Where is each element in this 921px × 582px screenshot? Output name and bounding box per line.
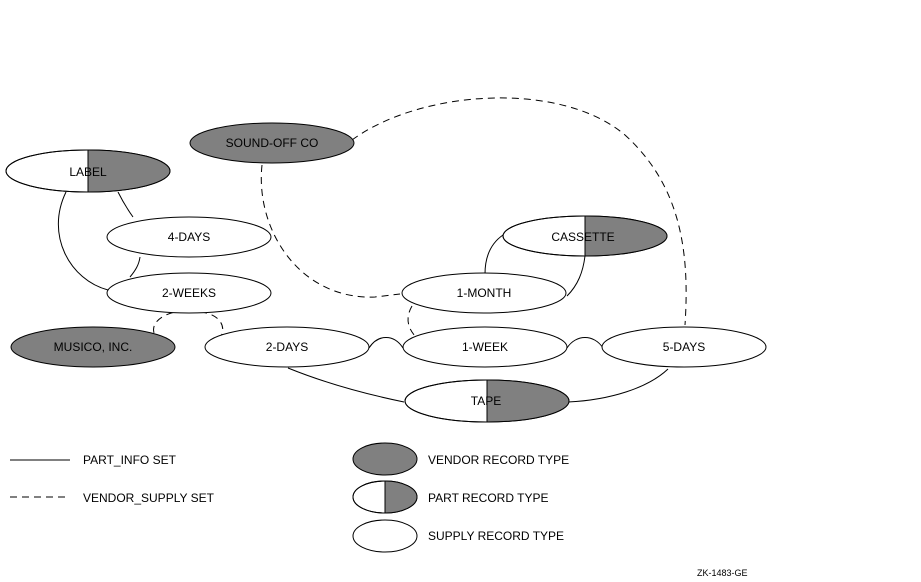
legend-part-ellipse bbox=[352, 480, 418, 514]
legend-item-supply-record-type: SUPPLY RECORD TYPE bbox=[352, 519, 564, 553]
node-1-week: 1-WEEK bbox=[402, 326, 568, 368]
node-label-2-days: 2-DAYS bbox=[266, 340, 308, 354]
node-label-5-days: 5-DAYS bbox=[663, 340, 705, 354]
connector-cassette-onemonth-left bbox=[484, 234, 504, 275]
node-sound-off-co: SOUND-OFF CO bbox=[189, 122, 355, 164]
legend-item-vendor-record-type: VENDOR RECORD TYPE bbox=[352, 442, 569, 476]
node-label-cassette: CASSETTE bbox=[551, 230, 614, 244]
node-label-musico-inc: MUSICO, INC. bbox=[54, 340, 133, 354]
node-5-days: 5-DAYS bbox=[601, 326, 767, 368]
connector-label-fourdays bbox=[117, 191, 134, 218]
legend-item-part-info-set: PART_INFO SET bbox=[10, 453, 177, 467]
connector-soundoff-onemonth bbox=[260, 164, 401, 298]
legend-label-part-info-set: PART_INFO SET bbox=[83, 453, 177, 467]
connector-musico-twoweeks bbox=[153, 311, 176, 351]
node-label-label: LABEL bbox=[69, 165, 107, 179]
node-label-1-week: 1-WEEK bbox=[462, 340, 508, 354]
node-musico-inc: MUSICO, INC. bbox=[10, 326, 176, 368]
connector-twodays-tape bbox=[287, 367, 405, 403]
node-label-4-days: 4-DAYS bbox=[168, 230, 210, 244]
connector-oneweek-fivedays bbox=[566, 337, 604, 349]
connector-cassette-onemonth-right bbox=[566, 255, 586, 297]
node-label-sound-off-co: SOUND-OFF CO bbox=[226, 136, 319, 150]
legend-vendor-ellipse bbox=[352, 442, 418, 476]
node-2-weeks: 2-WEEKS bbox=[106, 272, 272, 314]
legend-label-vendor-supply-set: VENDOR_SUPPLY SET bbox=[83, 491, 215, 505]
node-tape: TAPE bbox=[404, 379, 570, 423]
connector-label-twoweeks bbox=[57, 191, 109, 291]
legend-label-supply-record-type: SUPPLY RECORD TYPE bbox=[428, 529, 564, 543]
connector-twodays-oneweek bbox=[368, 337, 404, 349]
connector-tape-fivedays bbox=[567, 368, 669, 403]
vendor-supply-connectors bbox=[153, 97, 687, 351]
document-id: ZK-1483-GE bbox=[697, 568, 748, 578]
part-info-connectors bbox=[57, 191, 669, 403]
node-1-month: 1-MONTH bbox=[401, 272, 567, 314]
legend: PART_INFO SET VENDOR_SUPPLY SET VENDOR R… bbox=[10, 442, 569, 553]
node-label-tape: TAPE bbox=[471, 394, 501, 408]
node-label-2-weeks: 2-WEEKS bbox=[162, 286, 216, 300]
connector-twoweeks-twodays bbox=[199, 311, 224, 346]
connector-fourdays-twoweeks bbox=[129, 256, 141, 278]
node-2-days: 2-DAYS bbox=[204, 326, 370, 368]
node-4-days: 4-DAYS bbox=[106, 216, 272, 258]
node-cassette: CASSETTE bbox=[502, 215, 668, 257]
legend-label-part-record-type: PART RECORD TYPE bbox=[428, 491, 548, 505]
connector-onemonth-oneweek bbox=[407, 305, 416, 337]
connector-soundoff-fivedays bbox=[351, 97, 687, 326]
legend-supply-ellipse bbox=[352, 519, 418, 553]
legend-item-part-record-type: PART RECORD TYPE bbox=[352, 480, 548, 514]
legend-item-vendor-supply-set: VENDOR_SUPPLY SET bbox=[10, 491, 215, 505]
node-label: LABEL bbox=[5, 149, 171, 193]
node-label-1-month: 1-MONTH bbox=[457, 286, 512, 300]
legend-label-vendor-record-type: VENDOR RECORD TYPE bbox=[428, 453, 569, 467]
